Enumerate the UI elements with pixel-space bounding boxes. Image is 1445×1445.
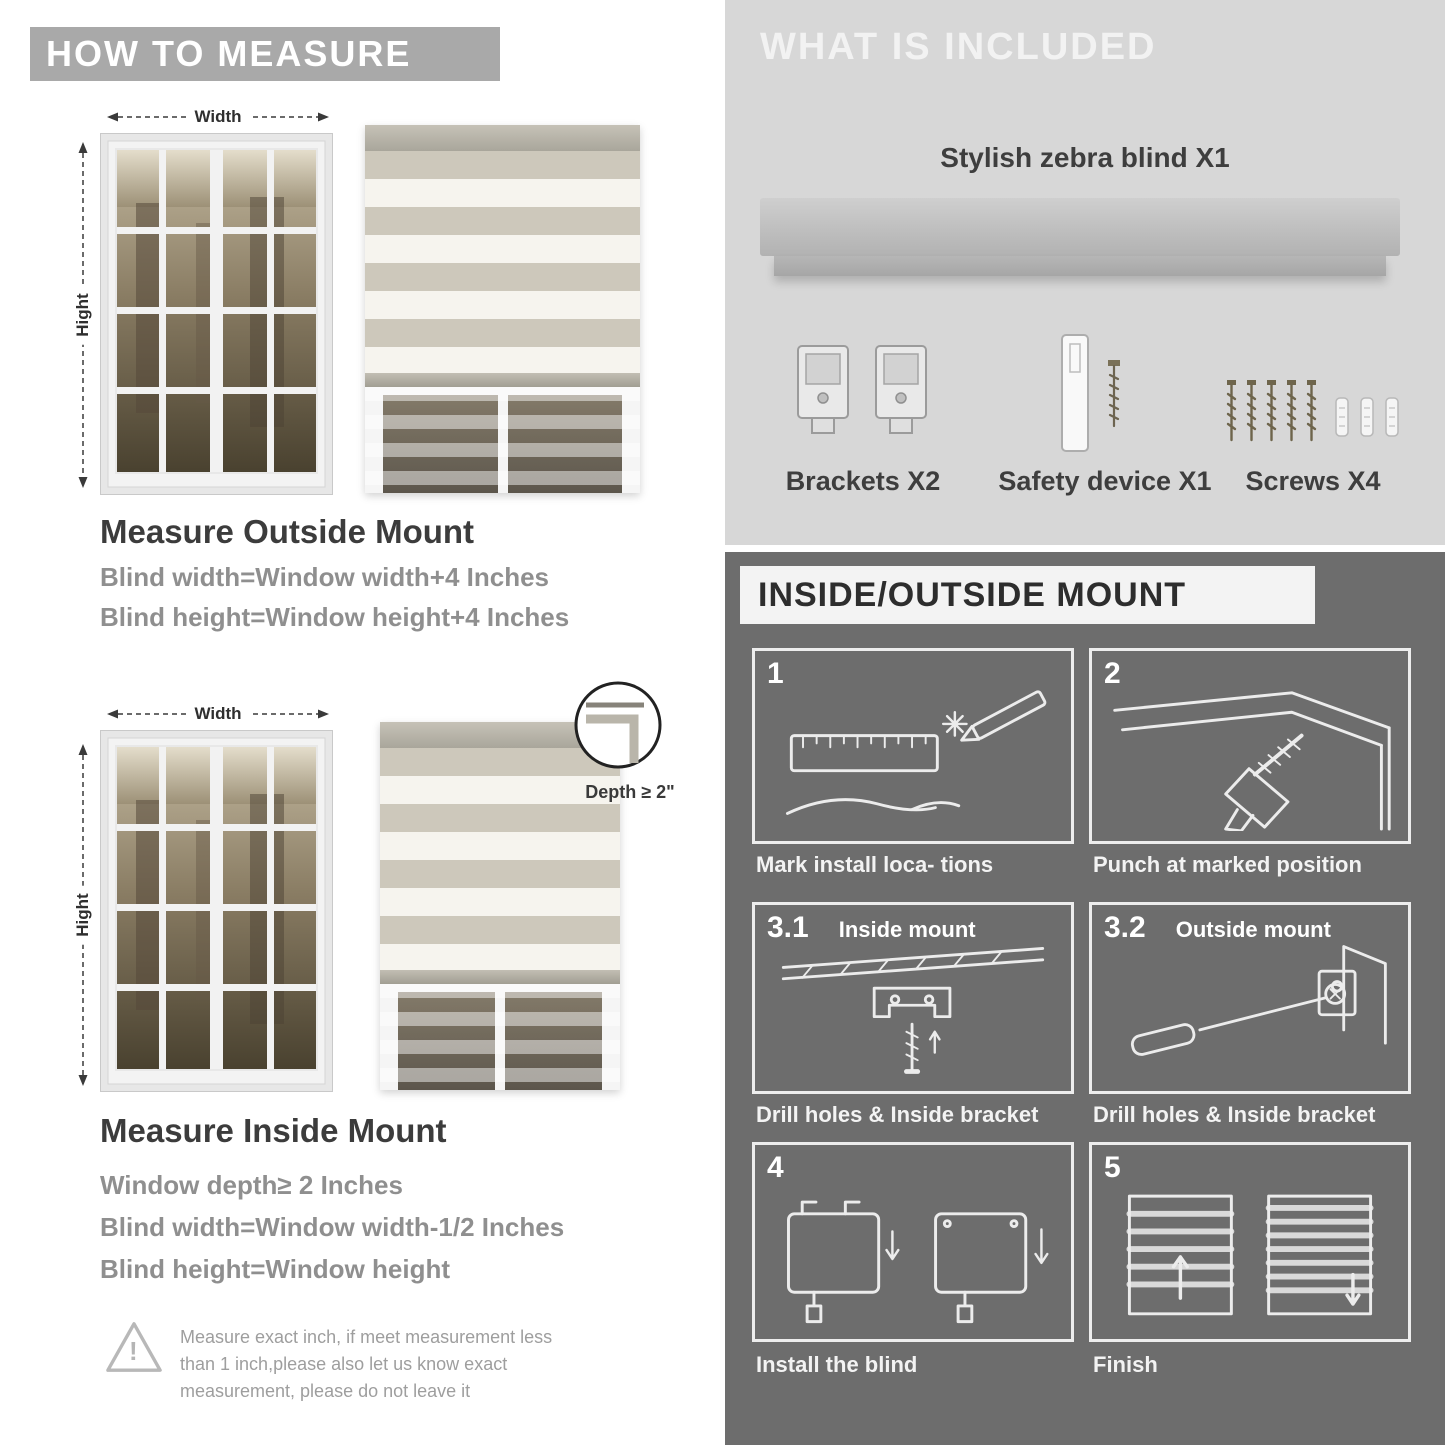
step4-install-illustration [787, 1200, 1049, 1324]
step-panel-5: 5 [1089, 1142, 1411, 1342]
step-number: 5 [1104, 1151, 1121, 1184]
step5-finish-illustration [1126, 1194, 1374, 1316]
step-1-label: Mark install loca- tions [756, 852, 994, 877]
width-label: Width [186, 107, 250, 127]
step-panel-2: 2 [1089, 648, 1411, 844]
inside-rule-depth: Window depth≥ 2 Inches [100, 1170, 403, 1200]
blind-cassette [365, 125, 640, 151]
safety-device-icon [1061, 334, 1120, 452]
blind-stripes [380, 748, 620, 970]
step-number: 3.1 [767, 911, 809, 944]
screws-icon [1226, 380, 1399, 442]
warning-triangle-icon: ! [103, 1318, 165, 1376]
inside-rule-width: Blind width=Window width-1/2 Inches [100, 1212, 565, 1242]
step1-mark-illustration [785, 690, 1047, 815]
blind-sheer-view [380, 984, 620, 1090]
step-panel-1: 1 [752, 648, 1074, 844]
height-label: Hight [73, 285, 93, 345]
step-head: 5 [1104, 1151, 1121, 1185]
height-label: Hight [73, 885, 93, 945]
bracket-icon [797, 345, 849, 434]
anchors-icon [1335, 397, 1399, 437]
screws-label: Screws X4 [1245, 466, 1381, 496]
depth-detail-circle-icon [574, 681, 662, 769]
window-pane [398, 992, 495, 1090]
step-number: 4 [767, 1151, 784, 1184]
headrail-fascia [774, 256, 1386, 276]
zebra-blind-item-label: Stylish zebra blind X1 [940, 142, 1230, 173]
step-4-label: Install the blind [756, 1352, 918, 1377]
bracket-icon [875, 345, 927, 434]
step-head: 3.2 Outside mount [1104, 911, 1331, 945]
step-head: 2 [1104, 657, 1121, 691]
step-panel-4: 4 [752, 1142, 1074, 1342]
window-pane [507, 395, 622, 493]
measure-note-text: Measure exact inch, if meet measurement … [180, 1327, 553, 1401]
what-is-included-banner: WHAT IS INCLUDED [760, 26, 1157, 68]
step-head: 3.1 Inside mount [767, 911, 976, 945]
step-3-2-label: Drill holes & Inside bracket [1093, 1102, 1376, 1127]
zebra-blind-inside [380, 722, 620, 1090]
outside-rule-width: Blind width=Window width+4 Inches [100, 562, 549, 592]
inside-mount-heading: Measure Inside Mount [100, 1112, 447, 1149]
outside-rule-height: Blind height=Window height+4 Inches [100, 602, 570, 632]
window-photo-outside [100, 133, 333, 495]
step-panel-3-1: 3.1 Inside mount [752, 902, 1074, 1094]
depth-label: Depth ≥ 2" [585, 782, 675, 802]
inside-rule-height: Blind height=Window height [100, 1254, 450, 1284]
window-pane [383, 395, 498, 493]
step-5-label: Finish [1093, 1352, 1158, 1377]
window-pane [505, 992, 602, 1090]
step3-2-outside-bracket-illustration [1130, 945, 1387, 1056]
inside-height-arrow: Hight [73, 742, 93, 1088]
mount-banner: INSIDE/OUTSIDE MOUNT [740, 566, 1315, 624]
step3-1-inside-bracket-illustration [781, 947, 1045, 1074]
outside-width-arrow: Width [105, 107, 331, 127]
step-number: 1 [767, 657, 784, 690]
brackets-icon [792, 342, 932, 440]
blind-stripes [365, 151, 640, 373]
step-title: Inside mount [838, 917, 976, 942]
step2-drill-illustration [1113, 691, 1391, 831]
step-head: 4 [767, 1151, 784, 1185]
window-photo-inside [100, 730, 333, 1092]
inside-width-arrow: Width [105, 704, 331, 724]
blind-bottom-rail [365, 373, 640, 387]
blind-bottom-rail [380, 970, 620, 984]
width-label: Width [186, 704, 250, 724]
step-2-label: Punch at marked position [1093, 852, 1362, 877]
blind-sheer-view [365, 387, 640, 493]
warning-exclamation: ! [129, 1336, 138, 1366]
headrail-image [760, 198, 1400, 276]
double-arrow-icon [78, 744, 88, 1086]
zebra-blind-outside [365, 125, 640, 493]
step-number: 2 [1104, 657, 1121, 690]
brackets-label: Brackets X2 [785, 466, 941, 496]
safety-device-label: Safety device X1 [998, 466, 1212, 496]
outside-mount-heading: Measure Outside Mount [100, 513, 475, 550]
step-panel-3-2: 3.2 Outside mount [1089, 902, 1411, 1094]
step-head: 1 [767, 657, 784, 691]
headrail-top [760, 198, 1400, 256]
step-number: 3.2 [1104, 911, 1146, 944]
how-to-measure-banner: HOW TO MEASURE [30, 27, 500, 81]
step-3-1-label: Drill holes & Inside bracket [756, 1102, 1039, 1127]
step-title: Outside mount [1175, 917, 1331, 942]
outside-height-arrow: Hight [73, 140, 93, 490]
